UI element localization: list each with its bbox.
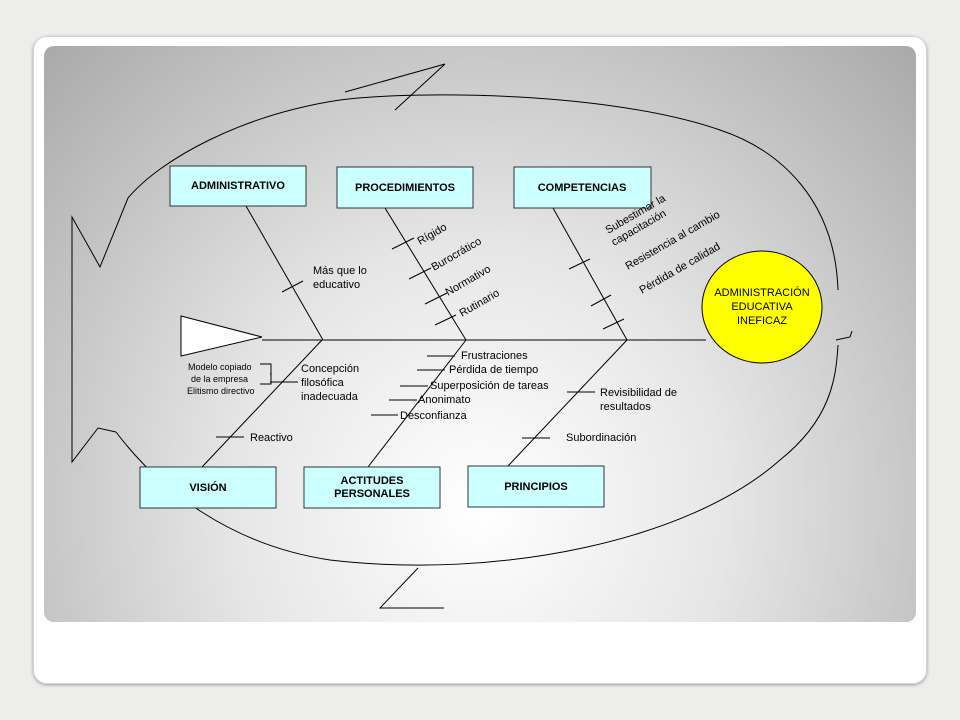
- fish-top-fin: [344, 63, 446, 111]
- fish-bottom-fin: [378, 567, 444, 609]
- cause-frustraciones: Frustraciones: [461, 350, 528, 362]
- category-label-administrativo: ADMINISTRATIVO: [191, 180, 285, 192]
- category-label-procedimientos: PROCEDIMIENTOS: [355, 182, 455, 194]
- cause-perdida-tiempo: Pérdida de tiempo: [449, 364, 538, 376]
- cause-anonimato: Anonimato: [418, 394, 471, 406]
- cause-rutinario: Rutinario: [458, 287, 502, 319]
- tick-administrativo-1: [281, 280, 304, 293]
- bone-actitudes: [367, 339, 467, 468]
- tick-comp-1: [568, 258, 591, 270]
- sub-cause-bracket: [260, 363, 272, 385]
- subcause-modelo: Modelo copiado: [188, 362, 252, 372]
- problem-line-3: INEFICAZ: [737, 315, 787, 327]
- tick-proc-4: [434, 314, 457, 326]
- tick-proc-3: [424, 292, 448, 305]
- bone-principios: [507, 339, 628, 467]
- fish-mouth: [835, 330, 853, 341]
- cause-rigido: Rígido: [416, 221, 450, 247]
- tick-comp-3: [602, 318, 625, 330]
- category-box-procedimientos: [336, 166, 474, 209]
- category-label-actitudes-1: ACTITUDES: [341, 475, 404, 487]
- cause-reactivo: Reactivo: [250, 432, 293, 444]
- spine-arrow: [180, 315, 263, 357]
- cause-mas-que-lo: Más que lo: [313, 265, 367, 277]
- cause-filosofica: filosófica: [301, 377, 345, 389]
- category-label-vision: VISIÓN: [189, 481, 226, 494]
- subcause-empresa: de la empresa: [191, 374, 248, 384]
- tick-comp-2: [590, 294, 612, 307]
- fish-body: [115, 94, 839, 566]
- category-box-administrativo: [169, 165, 307, 207]
- problem-line-1: ADMINISTRACIÓN: [714, 286, 809, 299]
- cause-desconfianza: Desconfianza: [400, 410, 468, 422]
- cause-concepcion: Concepción: [301, 363, 359, 375]
- tick-proc-2: [408, 267, 432, 280]
- category-label-actitudes-2: PERSONALES: [334, 488, 410, 500]
- fish-tail: [71, 197, 129, 464]
- cause-inadecuada: inadecuada: [301, 391, 359, 403]
- fishbone-diagram-panel: ADMINISTRACIÓN EDUCATIVA INEFICAZ ADMINI…: [44, 46, 916, 622]
- cause-resultados: resultados: [600, 401, 651, 413]
- category-box-competencias: [513, 166, 652, 209]
- subcause-elitismo: Elitismo directivo: [187, 386, 255, 396]
- fishbone-diagram: ADMINISTRACIÓN EDUCATIVA INEFICAZ ADMINI…: [71, 63, 853, 609]
- category-box-principios: [467, 465, 605, 508]
- tick-proc-1: [391, 237, 415, 250]
- category-box-vision: [139, 466, 277, 509]
- problem-head: [701, 250, 823, 364]
- bone-procedimientos: [384, 207, 467, 341]
- bone-administrativo: [245, 205, 324, 341]
- cause-revisibilidad: Revisibilidad de: [600, 387, 677, 399]
- category-label-competencias: COMPETENCIAS: [538, 182, 627, 194]
- cause-burocratico: Burocrático: [430, 235, 484, 273]
- category-label-principios: PRINCIPIOS: [504, 481, 568, 493]
- bone-vision: [201, 339, 323, 468]
- bone-competencias: [552, 207, 628, 341]
- cause-educativo: educativo: [313, 279, 360, 291]
- problem-line-2: EDUCATIVA: [731, 301, 793, 313]
- category-box-actitudes: [303, 466, 441, 509]
- cause-superposicion: Superposición de tareas: [430, 380, 549, 392]
- cause-subordinacion: Subordinación: [566, 432, 636, 444]
